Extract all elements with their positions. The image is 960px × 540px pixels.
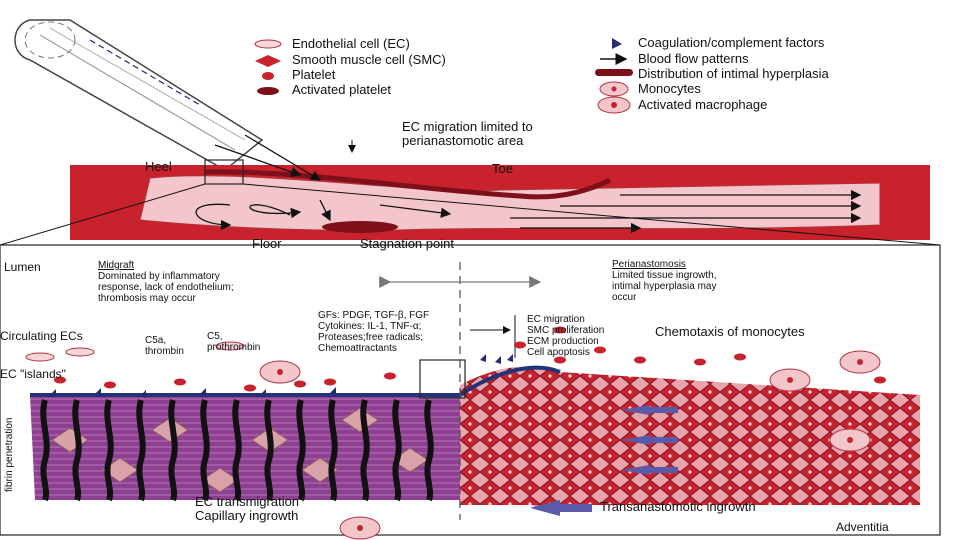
c5-prothrombin-label: C5, prothrombin (207, 331, 261, 353)
fibrin-strand (392, 399, 402, 502)
fibrin-strand (296, 399, 306, 502)
coagulation-factor (480, 354, 486, 362)
midgraft-title: Midgraft (98, 260, 135, 271)
legend-label-activated-platelet: Activated platelet (292, 82, 392, 97)
platelet-icon (262, 72, 274, 80)
platelet (104, 381, 116, 389)
legend-label-smc: Smooth muscle cell (SMC) (292, 52, 446, 67)
fibrin-strand (200, 399, 210, 502)
fibrin-strand (104, 399, 114, 502)
fibrin-strand (136, 399, 146, 502)
fibrin-strand (72, 399, 82, 502)
c5a-thrombin-label: C5a, thrombin (145, 335, 184, 357)
toe-label: Toe (492, 161, 513, 176)
endothelial-cell (65, 347, 95, 357)
coagulation-factor (507, 354, 513, 362)
coagulation-factor (50, 389, 56, 397)
platelet (634, 356, 646, 364)
fibrin-strand (168, 399, 178, 502)
platelet (554, 326, 566, 334)
zoom-lines (0, 183, 941, 246)
legend-label-endothelial: Endothelial cell (EC) (292, 36, 410, 51)
platelet (244, 384, 256, 392)
coagulation-factor (330, 387, 336, 395)
transanastomotic-label: Transanastomotic ingrowth (600, 499, 756, 514)
monocyte-nucleus (277, 369, 283, 375)
platelet (874, 376, 886, 384)
legend-icons (254, 38, 633, 114)
heel-label: Heel (145, 159, 172, 174)
fibrin-strand (424, 399, 434, 502)
ec-migration-label: EC migration limited to perianastomotic … (402, 119, 533, 149)
coagulation-factor-icon (612, 38, 622, 49)
intimal-hyperplasia-icon (595, 69, 633, 76)
adventitia-label: Adventitia (836, 520, 889, 534)
monocyte-nucleus (857, 359, 863, 365)
legend-label-hyperplasia: Distribution of intimal hyperplasia (638, 66, 829, 81)
fibrin-strand (40, 399, 50, 502)
platelet (324, 378, 336, 386)
monocyte-nucleus (357, 525, 363, 531)
smooth-muscle-cell-icon (255, 55, 281, 67)
endothelial-cell-icon (254, 39, 282, 49)
platelet (514, 341, 526, 349)
coagulation-factor (200, 388, 206, 396)
fibrin-strand (264, 399, 274, 502)
graft-tube (14, 19, 264, 171)
platelet (594, 346, 606, 354)
lumen-label: Lumen (4, 260, 41, 274)
smooth-muscle-cell (341, 407, 379, 433)
legend-label-monocytes: Monocytes (638, 81, 701, 96)
native-vessel (70, 134, 930, 240)
platelet (294, 380, 306, 388)
activated-platelet-icon (257, 87, 279, 95)
fibrin-strand (360, 399, 370, 502)
stagnation-point-label: Stagnation point (360, 236, 454, 251)
cell-layer (25, 326, 886, 540)
legend-label-blood-flow: Blood flow patterns (638, 51, 749, 66)
coagulation-factor (140, 390, 146, 398)
platelet (694, 358, 706, 366)
coagulation-factor (95, 388, 101, 396)
platelet (554, 356, 566, 364)
platelet (384, 372, 396, 380)
ec-islands-label: EC "islands" (0, 367, 66, 381)
factors-label: GFs: PDGF, TGF-β, FGF Cytokines: IL-1, T… (318, 310, 430, 354)
endothelial-cell (25, 352, 55, 362)
ec-transmigration-label: EC transmigration Capillary ingrowth (195, 494, 300, 524)
monocyte-nucleus (847, 437, 853, 443)
fibrin-strand (328, 399, 338, 502)
platelet (54, 376, 66, 384)
endothelial-cell (215, 341, 245, 351)
monocyte-nucleus (787, 377, 793, 383)
legend-label-coagulation: Coagulation/complement factors (638, 35, 825, 50)
midgraft-text: Dominated by inflammatory response, lack… (98, 271, 234, 304)
perianastomosis-title: Perianastomosis (612, 259, 686, 270)
perianastomosis-text: Limited tissue ingrowth, intimal hyperpl… (612, 270, 717, 303)
coagulation-factor (260, 389, 266, 397)
ec-events-label: EC migration SMC proliferation ECM produ… (527, 314, 605, 358)
platelet (734, 353, 746, 361)
legend-label-macrophage: Activated macrophage (638, 97, 768, 112)
ingrowth-arrows (530, 405, 678, 516)
legend-label-platelet: Platelet (292, 67, 336, 82)
fibrin-penetration-label: fibrin penetration (4, 417, 15, 493)
floor-label: Floor (252, 236, 282, 251)
chemotaxis-label: Chemotaxis of monocytes (655, 324, 805, 339)
coagulation-factor (495, 356, 501, 364)
platelet (174, 378, 186, 386)
circulating-ecs-label: Circulating ECs (0, 329, 83, 343)
fibrin-strand (232, 399, 242, 502)
